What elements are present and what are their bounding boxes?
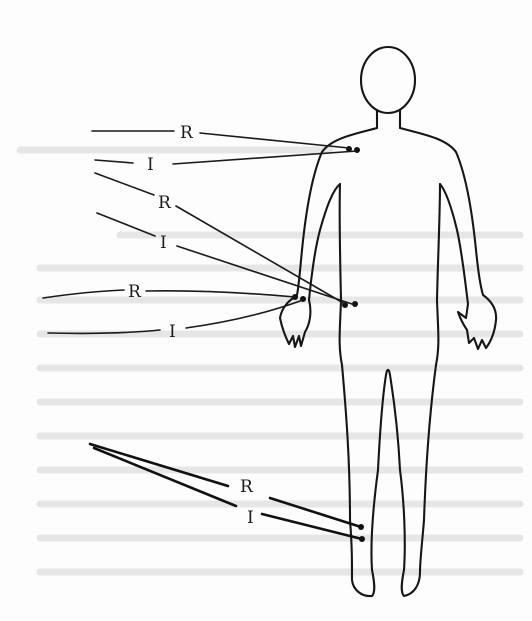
- label-hand-i: I: [169, 322, 176, 342]
- lead-ankle-i: [94, 448, 236, 506]
- head: [361, 47, 415, 113]
- lead-hip-i-2: [177, 246, 355, 305]
- lead-hip-r: [95, 173, 154, 195]
- crotch: [386, 370, 390, 375]
- lead-shoulder-r-2: [200, 133, 349, 148]
- label-ankle-r: R: [240, 477, 254, 497]
- human-figure: [280, 47, 496, 596]
- lead-shoulder-i: [95, 160, 133, 163]
- electrode-shoulder-2: [354, 147, 360, 153]
- right-torso-leg-outline: [390, 184, 440, 596]
- label-ankle-i: I: [247, 508, 254, 528]
- label-hip-i: I: [160, 233, 167, 253]
- label-hand-r: R: [128, 282, 142, 302]
- lead-hip-r-2: [176, 206, 345, 304]
- label-shoulder-i: I: [147, 155, 154, 175]
- lead-ankle-r: [90, 444, 228, 486]
- lead-hand-r-2: [146, 291, 295, 297]
- ghost-text-bleed: [20, 150, 520, 572]
- label-shoulder-r: R: [180, 123, 194, 143]
- label-hip-r: R: [158, 193, 172, 213]
